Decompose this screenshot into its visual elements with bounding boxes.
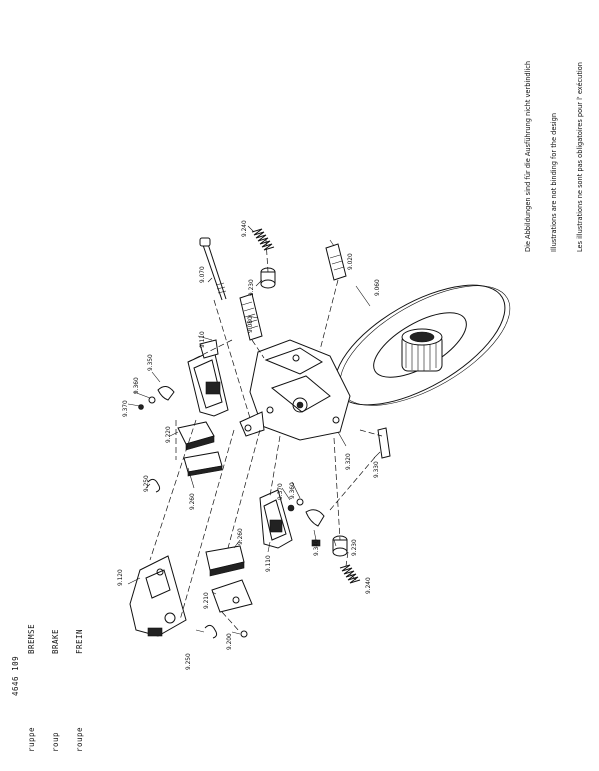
part-label: 9.120 [116,569,124,586]
part-label: 9.240 [240,220,248,237]
part-label: 9.250 [184,653,192,670]
part-label: 9.370 [276,483,284,500]
part-label: 9.220 [164,426,172,443]
pin-9330 [377,427,391,459]
brake-disc [334,284,511,406]
part-label: 9.360 [132,377,140,394]
bracket-9110-lower [259,489,293,549]
part-label: 9.330 [372,461,380,478]
part-label: 9.260 [236,528,244,545]
part-label: 9.350 [146,354,154,371]
part-label: 9.110 [198,331,206,348]
disc-hub [401,328,443,372]
bolt-9070 [199,237,227,301]
part-label: 9.210 [202,592,210,609]
pad-9220 [177,421,215,451]
part-label: 9.060 [373,279,381,296]
spring-upper [251,228,275,251]
pin-9020 [325,243,347,281]
part-label: 9.070 [198,266,206,283]
caliper-body [239,339,351,441]
part-label: 9.340 [312,539,320,556]
bracket-9120 [129,555,187,637]
pad-9260-upper [183,451,223,477]
part-label: 9.370 [121,400,129,417]
part-label: 9.230 [247,279,255,296]
part-label: 9.320 [344,453,352,470]
hardware-lower [287,498,325,547]
part-label: 9.080 [246,316,254,333]
part-label: 9.020 [346,253,354,270]
washer-9200 [240,630,248,638]
bracket-9110-upper [187,339,229,417]
clip-9250-upper [147,478,161,493]
clip-9250-lower [204,624,218,639]
bolt-9080 [239,293,263,341]
part-label: 9.230 [350,539,358,556]
part-label: 9.250 [142,475,150,492]
pad-9210 [211,579,253,613]
part-label: 9.110 [264,555,272,572]
assembly-lines [149,239,383,633]
leader-lines [127,225,381,635]
part-label: 9.240 [364,577,372,594]
part-labels: 9.070 9.240 9.020 9.230 9.080 9.060 9.11… [116,220,381,670]
part-label: 9.200 [225,633,233,650]
part-label: 9.260 [188,493,196,510]
pad-9260-lower [205,545,245,577]
part-label: 9.360 [288,482,296,499]
hardware-upper [138,386,175,410]
